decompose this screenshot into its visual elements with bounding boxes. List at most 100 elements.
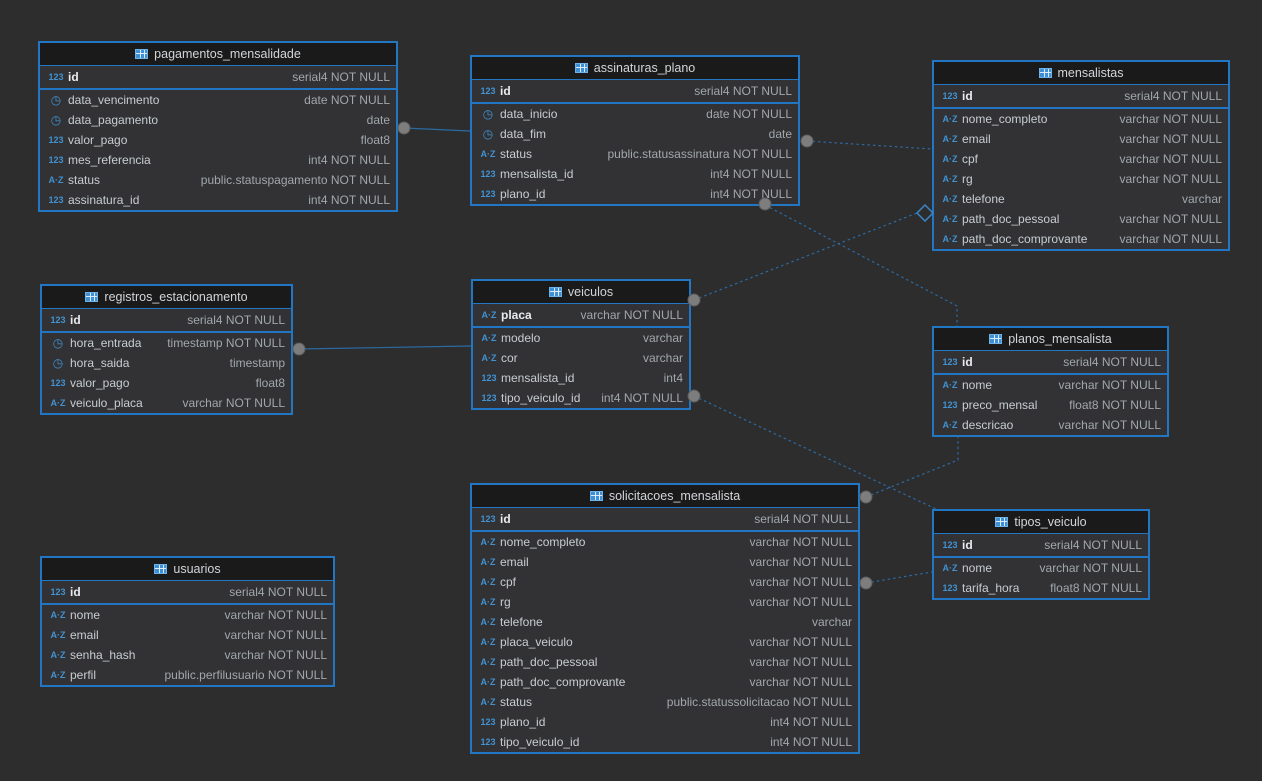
datetime-type-icon: ◷ [482, 127, 494, 141]
table-header[interactable]: usuarios [42, 558, 333, 581]
table-header[interactable]: mensalistas [934, 62, 1228, 85]
column-name: tipo_veiculo_id [500, 735, 580, 749]
column-name: assinatura_id [68, 193, 140, 207]
text-type-icon: A·Z [50, 650, 66, 660]
table-header[interactable]: solicitacoes_mensalista [472, 485, 858, 508]
table-header[interactable]: pagamentos_mensalidade [40, 43, 396, 66]
column-type: date NOT NULL [706, 107, 792, 121]
table-header[interactable]: veiculos [473, 281, 689, 304]
column-name: perfil [70, 668, 97, 682]
column-name: nome_completo [962, 112, 1048, 126]
column-name: path_doc_pessoal [500, 655, 598, 669]
text-type-icon: A·Z [942, 114, 958, 124]
table-header[interactable]: registros_estacionamento [42, 286, 291, 309]
table-header[interactable]: assinaturas_plano [472, 57, 798, 80]
table-icon [548, 287, 562, 297]
text-type-icon: A·Z [480, 597, 496, 607]
numeric-type-icon: 123 [942, 583, 958, 593]
table-name: mensalistas [1057, 66, 1124, 80]
column-type: int4 NOT NULL [770, 735, 852, 749]
connection-circle-marker [859, 490, 873, 504]
table-name: assinaturas_plano [593, 61, 696, 75]
table-header[interactable]: tipos_veiculo [934, 511, 1148, 534]
column-row-data_inicio[interactable]: ◷ data_inicio date NOT NULL [472, 104, 798, 124]
datetime-type-icon: ◷ [482, 107, 494, 121]
text-type-icon: A·Z [480, 697, 496, 707]
table-header[interactable]: planos_mensalista [934, 328, 1167, 351]
column-type: varchar NOT NULL [1119, 132, 1222, 146]
relationship-line-assinaturas_mensalista_fk [806, 140, 933, 150]
column-name: placa_veiculo [500, 635, 573, 649]
column-name: data_inicio [500, 107, 558, 121]
column-type: int4 NOT NULL [710, 167, 792, 181]
text-type-icon: A·Z [480, 637, 496, 647]
column-name: email [500, 555, 529, 569]
